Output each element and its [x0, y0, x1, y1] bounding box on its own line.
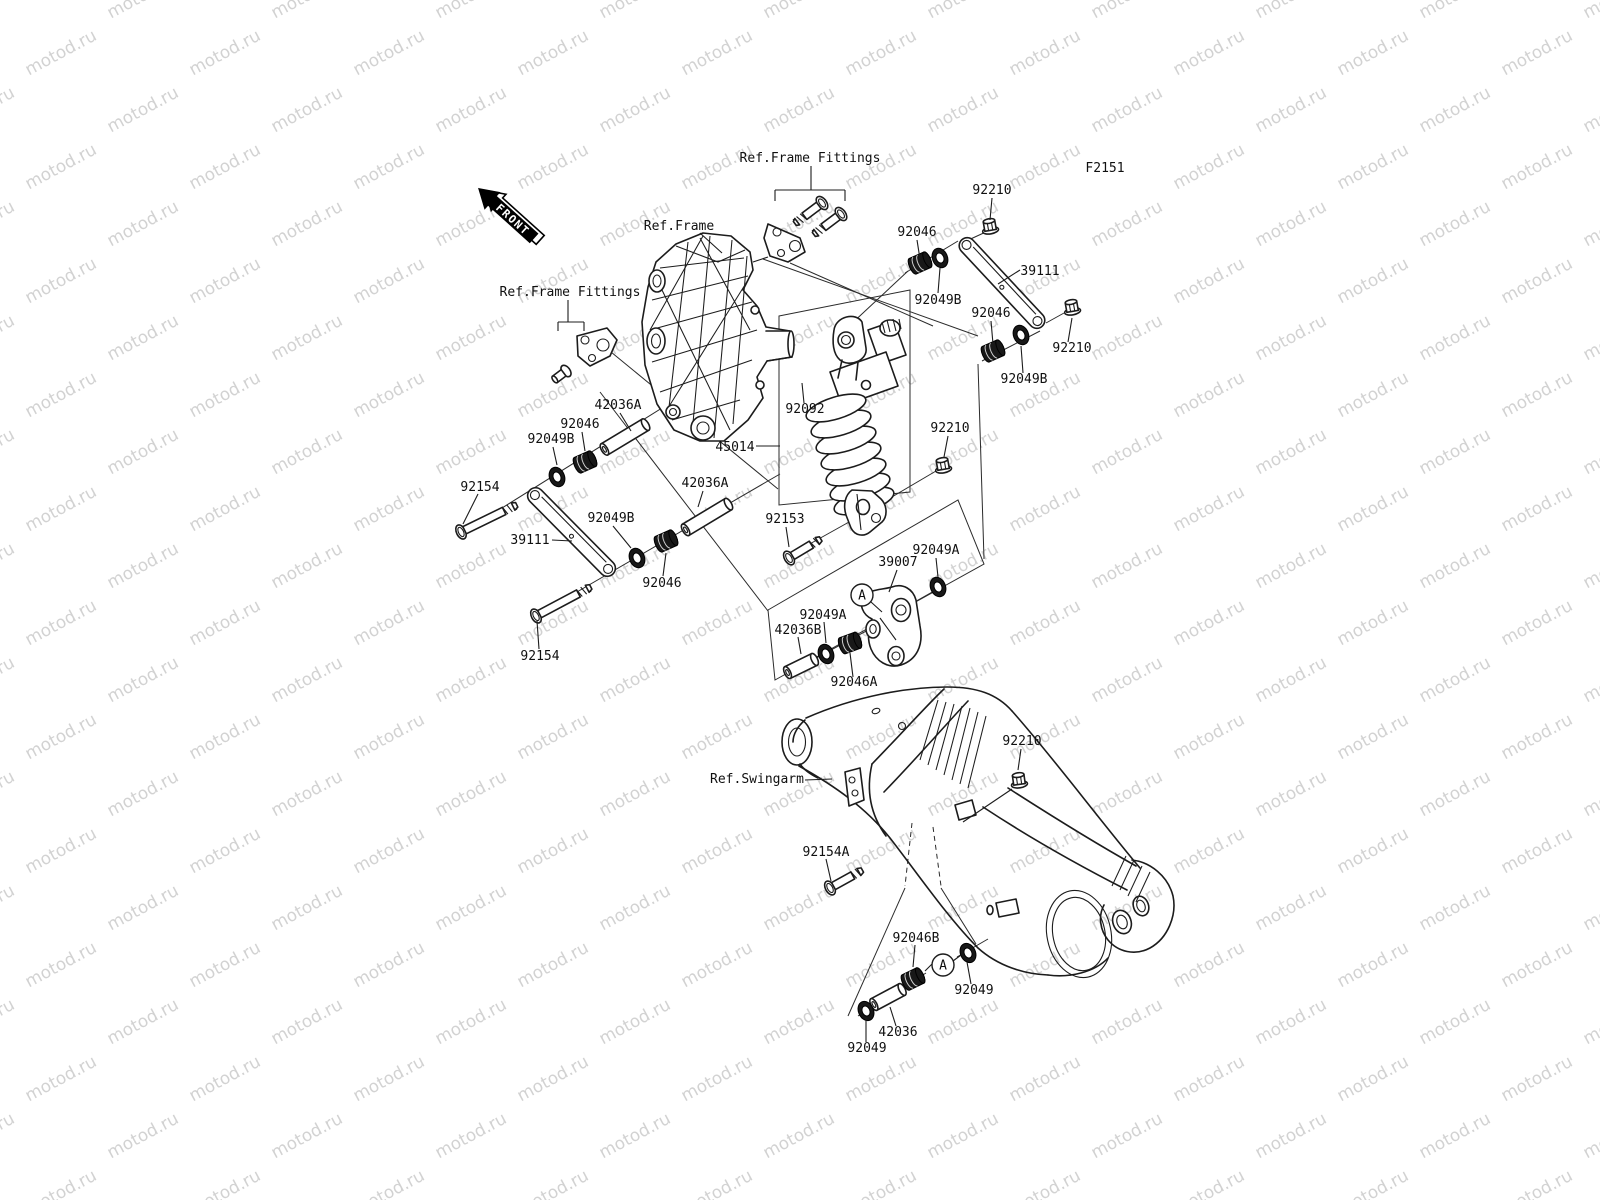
frame-bracket-drawing — [641, 232, 795, 442]
part-label-92210-4: 92210 — [1002, 734, 1041, 749]
seal-92049b-1 — [928, 245, 952, 271]
frame-fitting-stud — [551, 364, 572, 384]
frame-fitting-bolt-2 — [811, 206, 848, 238]
bushing-92046-3 — [570, 449, 600, 475]
part-label-92154a: 92154A — [803, 845, 850, 860]
part-label-92046-1: 92046 — [897, 225, 936, 240]
frame-fitting-plate-left — [576, 327, 618, 367]
frame-fitting-bolt-1 — [792, 195, 829, 227]
tie-rod-right-drawing — [958, 236, 1046, 330]
part-label-ref-swingarm: Ref.Swingarm — [710, 772, 804, 787]
part-label-ref-frame-fittings-left: Ref.Frame Fittings — [500, 285, 641, 300]
front-arrow: FRONT — [478, 187, 546, 246]
seal-92049a-1 — [926, 574, 950, 600]
part-label-92210-1: 92210 — [972, 183, 1011, 198]
part-label-42036: 42036 — [878, 1025, 917, 1040]
part-label-92046-3: 92046 — [560, 417, 599, 432]
part-label-39111-left: 39111 — [510, 533, 549, 548]
part-label-45014: 45014 — [715, 440, 754, 455]
rocker-arm-drawing — [860, 584, 922, 667]
frame-fitting-plate-top — [763, 223, 806, 263]
part-label-42036a-1: 42036A — [595, 398, 642, 413]
part-label-42036a-2: 42036A — [682, 476, 729, 491]
svg-text:A: A — [858, 589, 866, 604]
part-label-92046a: 92046A — [831, 675, 878, 690]
collar-42036a-1 — [599, 418, 651, 456]
part-label-92046-4: 92046 — [642, 576, 681, 591]
collar-42036a-2 — [680, 497, 734, 537]
detail-circle-1: A — [850, 583, 874, 607]
part-label-92210-3: 92210 — [930, 421, 969, 436]
nut-92210-2 — [1061, 297, 1082, 317]
part-label-ref-frame: Ref.Frame — [644, 219, 715, 234]
part-label-42036b: 42036B — [775, 623, 822, 638]
collar-42036 — [869, 982, 907, 1012]
part-label-92049a-1: 92049A — [913, 543, 960, 558]
shock-absorber-drawing — [805, 315, 907, 536]
part-label-92046b: 92046B — [893, 931, 940, 946]
seal-92049b-2 — [1009, 322, 1033, 348]
part-label-92049b-1: 92049B — [915, 293, 962, 308]
part-label-39007: 39007 — [878, 555, 917, 570]
part-label-92046-2: 92046 — [971, 306, 1010, 321]
part-label-92049-1: 92049 — [954, 983, 993, 998]
nut-92210-4 — [1009, 770, 1029, 790]
part-label-92210-2: 92210 — [1052, 341, 1091, 356]
bushing-92046-1 — [905, 250, 935, 276]
leader-lines — [462, 166, 1073, 1042]
part-label-92049b-4: 92049B — [588, 511, 635, 526]
part-label-92049b-3: 92049B — [528, 432, 575, 447]
detail-circles: AA — [850, 583, 955, 977]
part-label-92154-1: 92154 — [460, 480, 499, 495]
nut-92210-1 — [979, 216, 1000, 236]
bushing-92046-4 — [651, 528, 681, 554]
seal-92049b-4 — [625, 545, 649, 571]
bolt-92154-lower — [529, 583, 593, 624]
tie-rod-left-drawing — [526, 486, 617, 578]
detail-circle-2: A — [931, 953, 955, 977]
swingarm-drawing — [781, 686, 1175, 979]
svg-text:A: A — [939, 959, 947, 974]
part-label-92154-2: 92154 — [520, 649, 559, 664]
part-label-92092: 92092 — [785, 402, 824, 417]
part-label-39111-right: 39111 — [1020, 264, 1059, 279]
part-label-92153: 92153 — [765, 512, 804, 527]
part-label-figure-code: F2151 — [1085, 161, 1124, 176]
part-label-92049b-2: 92049B — [1001, 372, 1048, 387]
bolt-92154-upper — [454, 501, 519, 540]
bolt-92154a — [823, 867, 865, 896]
nut-92210-3 — [932, 455, 953, 475]
collar-42036b — [782, 652, 820, 680]
bolt-92153 — [782, 536, 823, 566]
part-label-92049-2: 92049 — [847, 1041, 886, 1056]
part-label-ref-frame-fittings-top: Ref.Frame Fittings — [740, 151, 881, 166]
part-label-92049a-2: 92049A — [800, 608, 847, 623]
